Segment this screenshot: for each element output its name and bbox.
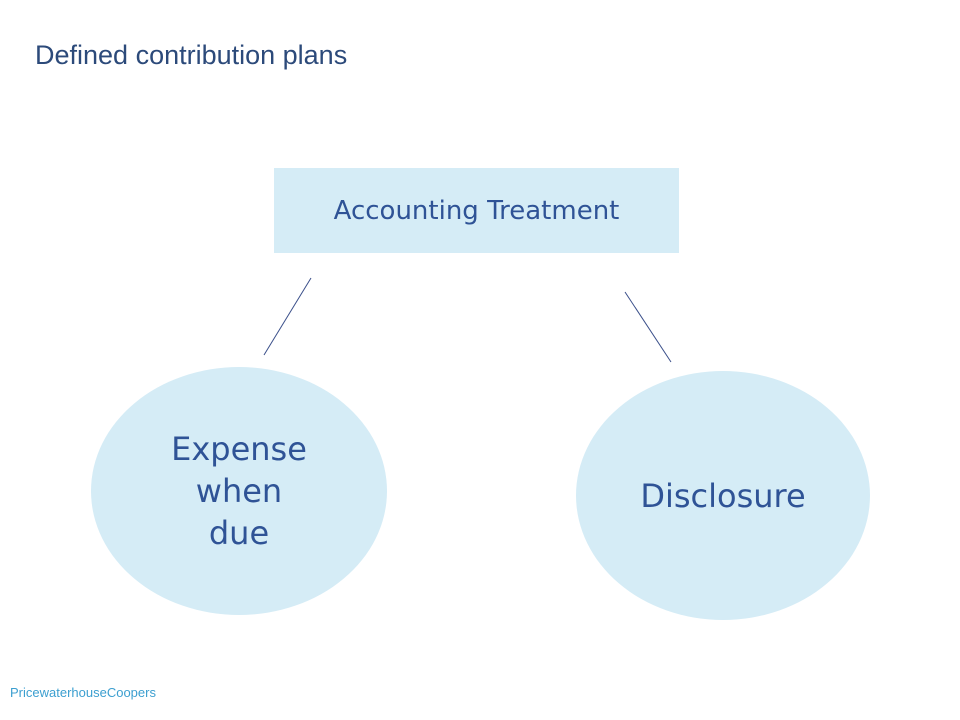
footer-company-name: PricewaterhouseCoopers xyxy=(10,685,156,700)
slide-title: Defined contribution plans xyxy=(35,40,348,70)
child-node-expense-label: Expense when due xyxy=(171,430,307,552)
connector-right xyxy=(624,291,672,363)
child-node-expense-when-due: Expense when due xyxy=(91,367,387,615)
child-node-disclosure: Disclosure xyxy=(576,371,870,620)
root-node-accounting-treatment: Accounting Treatment xyxy=(274,168,679,253)
child-node-disclosure-label: Disclosure xyxy=(640,476,806,515)
root-node-label: Accounting Treatment xyxy=(333,195,620,226)
connector-left xyxy=(263,277,312,356)
